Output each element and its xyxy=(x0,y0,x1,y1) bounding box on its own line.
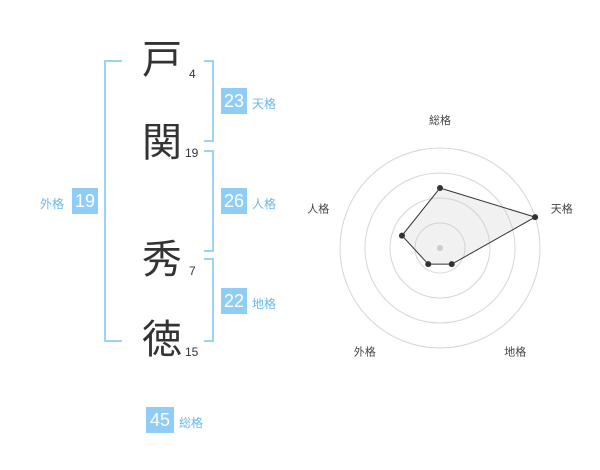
stroke-count-2: 19 xyxy=(185,146,199,160)
kanji-1: 戸 xyxy=(142,37,182,83)
kanji-3: 秀 xyxy=(142,237,182,283)
kanji-4: 徳 xyxy=(142,317,182,363)
radar-axis-label: 天格 xyxy=(551,201,573,215)
gaikaku-bracket xyxy=(104,60,122,342)
radar-point xyxy=(532,214,539,221)
tenkaku-bracket xyxy=(204,60,214,142)
tenkaku-label: 天格 xyxy=(252,97,277,111)
radar-ring xyxy=(364,172,516,324)
chikaku-bracket xyxy=(204,258,214,342)
jinkaku-value: 26 xyxy=(221,188,247,214)
radar-axis-label: 地格 xyxy=(504,345,526,359)
chikaku-value: 22 xyxy=(221,288,247,314)
radar-point xyxy=(448,261,455,268)
gaikaku-label: 外格 xyxy=(40,197,65,211)
gaikaku-value: 19 xyxy=(72,188,98,214)
soukaku-label: 総格 xyxy=(179,416,204,430)
kanji-2: 関 xyxy=(142,120,182,166)
radar-axis-label: 総格 xyxy=(429,113,451,127)
stroke-count-1: 4 xyxy=(189,67,196,81)
radar-axis-label: 人格 xyxy=(307,201,329,215)
tenkaku-value: 23 xyxy=(221,88,247,114)
radar-ring xyxy=(339,147,541,349)
soukaku-value: 45 xyxy=(146,407,174,433)
radar-polygon xyxy=(401,187,537,265)
stroke-count-4: 15 xyxy=(185,345,199,359)
jinkaku-label: 人格 xyxy=(252,197,277,211)
radar-ring xyxy=(414,222,466,274)
radar-center xyxy=(437,245,443,251)
radar-point xyxy=(425,261,432,268)
jinkaku-bracket xyxy=(204,150,214,252)
radar-axis-label: 外格 xyxy=(354,345,376,359)
radar-point xyxy=(398,232,405,239)
radar-point xyxy=(437,185,443,191)
stroke-count-3: 7 xyxy=(189,264,196,278)
radar-ring xyxy=(389,197,491,299)
chikaku-label: 地格 xyxy=(252,297,277,311)
